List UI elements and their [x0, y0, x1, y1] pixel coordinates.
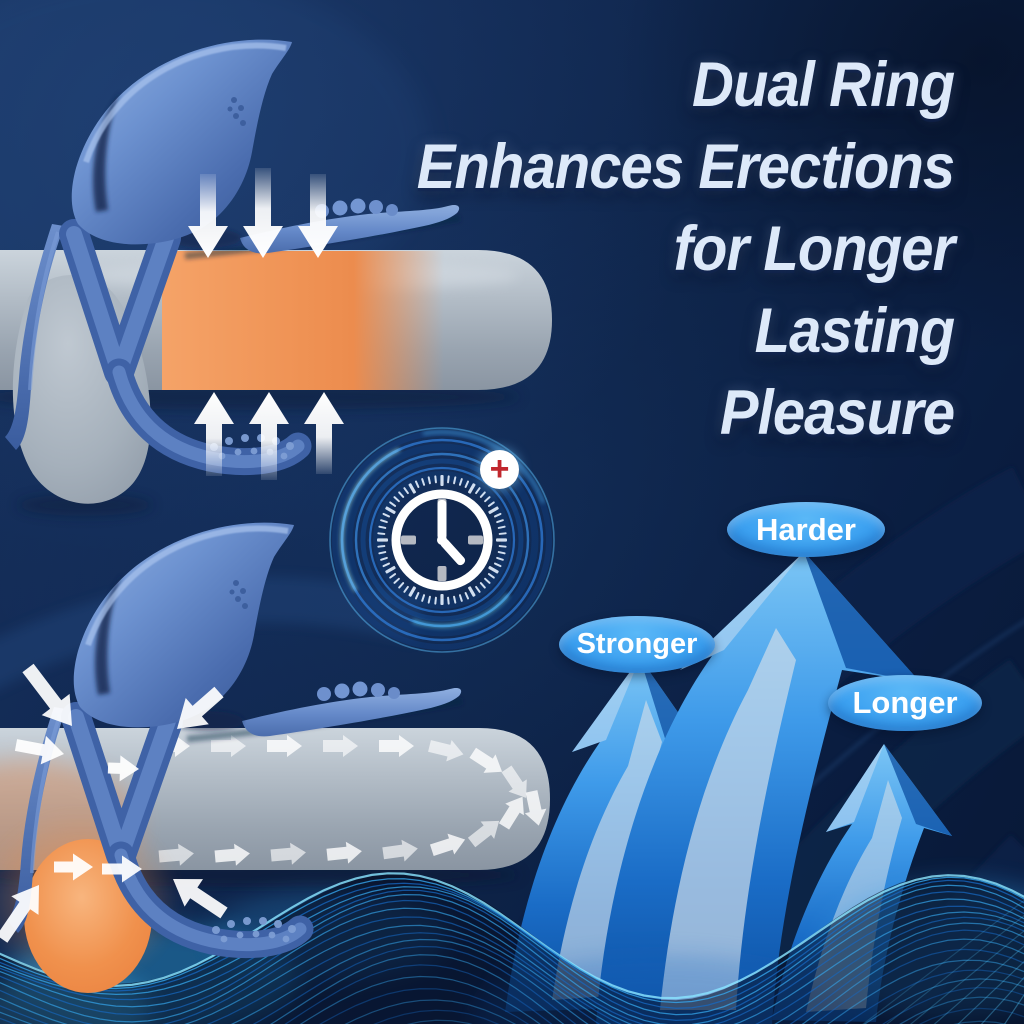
headline-line: Enhances Erections [416, 132, 955, 202]
headline-line: Lasting [754, 296, 955, 366]
benefit-badge-harder: Harder [727, 502, 885, 557]
headline: Dual Ring Enhances Erections for Longer … [416, 44, 955, 454]
clamp-arm-graphic [71, 39, 293, 245]
headline-line: Pleasure [719, 378, 955, 448]
headline-line: Dual Ring [691, 50, 955, 120]
hour-hand [440, 538, 466, 566]
pressure-arrows [0, 663, 228, 943]
benefit-badge-stronger: Stronger [559, 616, 715, 673]
blood-flow-chevron-arrows [155, 735, 547, 866]
compression-arrows [188, 168, 344, 480]
clock-icon [329, 427, 555, 653]
benefit-badge-longer: Longer [828, 675, 982, 731]
headline-line: for Longer [673, 214, 955, 284]
engorged-orange-section [162, 251, 444, 390]
plus-icon: + [480, 450, 519, 489]
rising-arrow-stronger [505, 658, 710, 1012]
minute-hand [437, 500, 447, 540]
illustration-erect-state [0, 39, 552, 516]
illustration-flaccid-state-front [0, 523, 462, 993]
